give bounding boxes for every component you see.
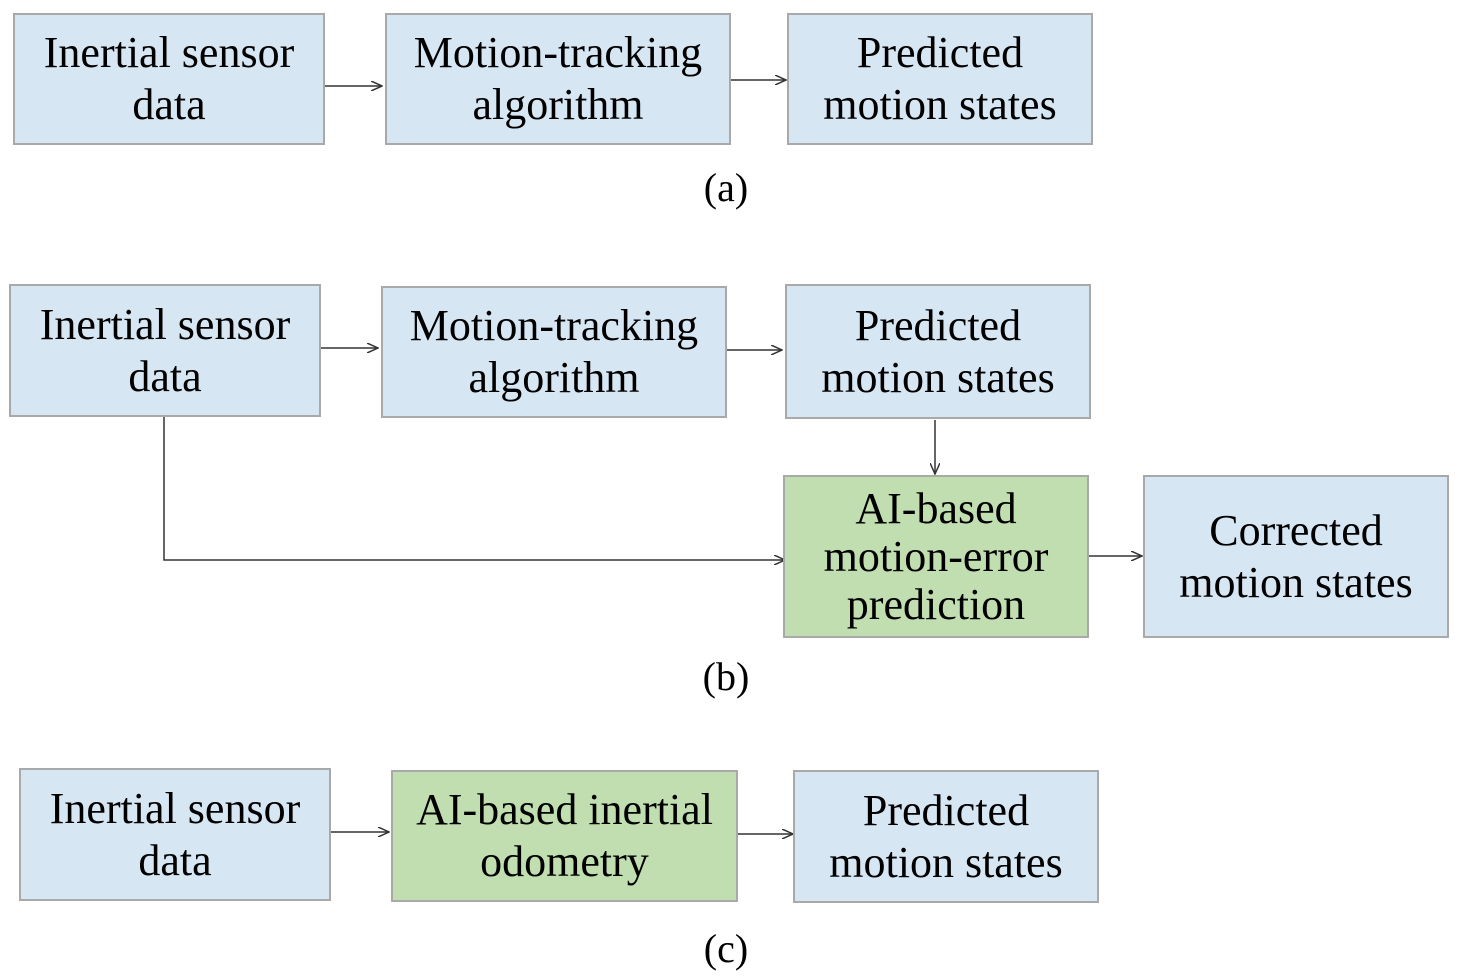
panel-a-output-box: Predicted motion states — [787, 13, 1093, 145]
panel-c-sensor-box: Inertial sensor data — [19, 768, 331, 901]
panel-c-output-box: Predicted motion states — [793, 770, 1099, 903]
panel-a-algorithm-line-1: Motion-tracking — [413, 28, 703, 77]
panel-c-sensor-line-1: Inertial sensor — [49, 783, 301, 833]
panel-a-output-line-2: motion states — [823, 80, 1057, 129]
arrow-b-sensor-to-ai — [163, 417, 785, 560]
panel-c-output-line-1: Predicted — [862, 785, 1030, 835]
panel-b-sensor-box: Inertial sensor data — [9, 284, 321, 417]
panel-b-ai-line-3: prediction — [846, 579, 1026, 629]
panel-a-sensor-box: Inertial sensor data — [13, 13, 325, 145]
panel-a-algorithm-line-2: algorithm — [472, 80, 644, 129]
panel-b-corrected-box: Corrected motion states — [1143, 475, 1449, 638]
panel-c-ai-odometry-box: AI-based inertial odometry — [391, 770, 738, 902]
panel-a-output-line-1: Predicted — [856, 28, 1024, 77]
panel-b-predicted-box: Predicted motion states — [785, 284, 1091, 419]
panel-b-algorithm-line-1: Motion-tracking — [409, 301, 699, 350]
panel-c-sensor-line-2: data — [138, 835, 212, 885]
panel-c-ai-line-1: AI-based inertial — [416, 785, 713, 834]
panel-b-ai-line-1: AI-based — [855, 483, 1017, 533]
panel-c-ai-line-2: odometry — [480, 837, 649, 886]
panel-a-sensor-line-1: Inertial sensor — [43, 28, 295, 77]
panel-b-caption: (b) — [702, 654, 750, 699]
panel-b-ai-error-box: AI-based motion-error prediction — [783, 475, 1089, 638]
panel-b-predicted-line-2: motion states — [821, 352, 1055, 402]
panel-a-sensor-line-2: data — [132, 80, 206, 129]
panel-b-algorithm-box: Motion-tracking algorithm — [381, 286, 727, 418]
panel-b-sensor-line-1: Inertial sensor — [39, 299, 291, 349]
panel-c-output-line-2: motion states — [829, 837, 1063, 887]
panel-b-algorithm-line-2: algorithm — [468, 353, 640, 402]
panel-c-caption: (c) — [703, 926, 749, 971]
panel-a-caption: (a) — [703, 165, 749, 210]
panel-b-sensor-line-2: data — [128, 351, 202, 401]
panel-b-corrected-line-1: Corrected — [1209, 505, 1383, 555]
panel-b-ai-line-2: motion-error — [823, 531, 1049, 581]
panel-b-corrected-line-2: motion states — [1179, 557, 1413, 607]
panel-a-algorithm-box: Motion-tracking algorithm — [385, 13, 731, 145]
panel-b-predicted-line-1: Predicted — [854, 300, 1022, 350]
